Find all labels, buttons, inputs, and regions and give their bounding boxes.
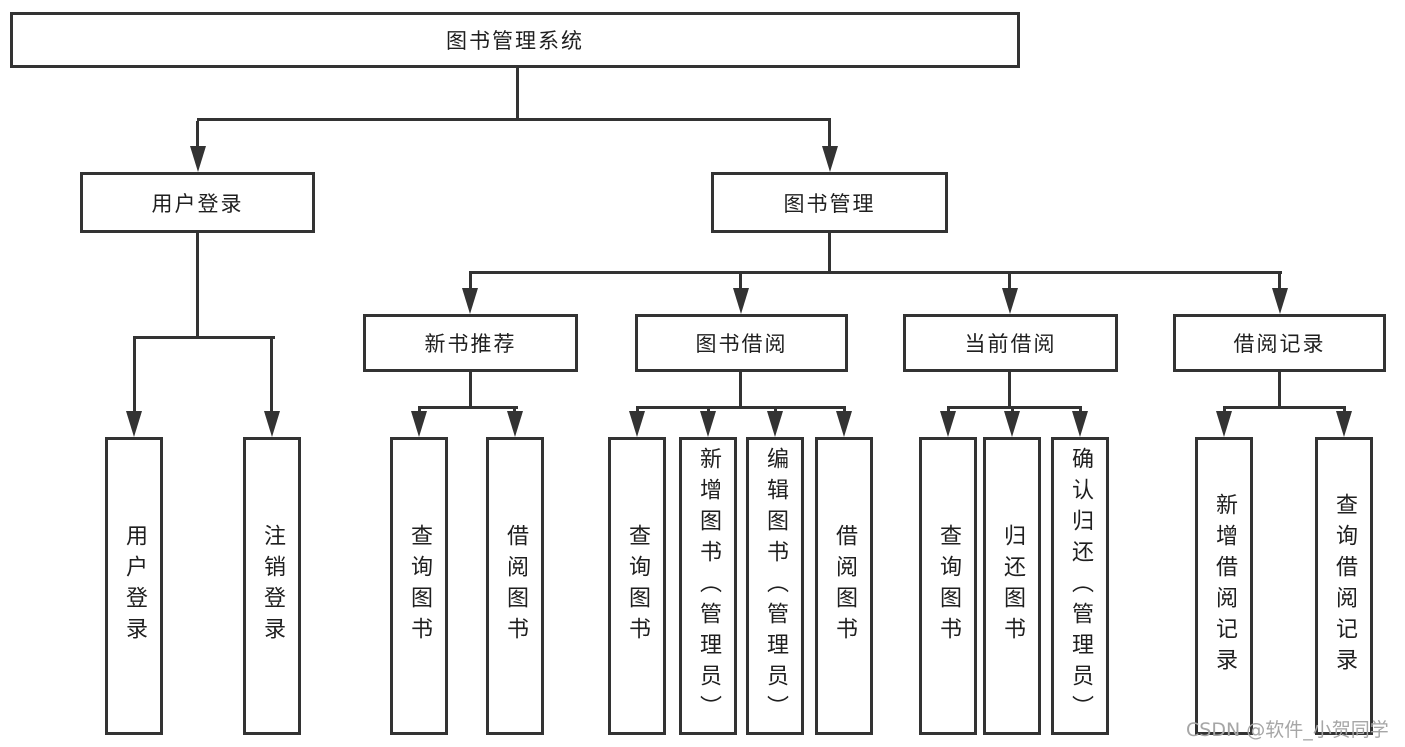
node-leaf-confirm-return-admin: 确认归还（管理员） xyxy=(1051,437,1109,735)
node-leaf-borrow-books-2: 借阅图书 xyxy=(815,437,873,735)
arrow-head xyxy=(1336,411,1352,437)
node-leaf-borrow-books-1-label: 借阅图书 xyxy=(503,524,528,648)
node-user-login: 用户登录 xyxy=(80,172,315,233)
arrow-head xyxy=(1002,288,1018,314)
node-root-label: 图书管理系统 xyxy=(446,29,584,53)
node-book-borrow-label: 图书借阅 xyxy=(695,332,788,356)
connector-line xyxy=(1278,372,1281,409)
node-leaf-query-borrow-record-label: 查询借阅记录 xyxy=(1332,493,1357,679)
connector-line xyxy=(1008,372,1011,409)
node-leaf-query-books-2-label: 查询图书 xyxy=(625,524,650,648)
node-current-borrow-label: 当前借阅 xyxy=(964,332,1057,356)
node-leaf-add-borrow-record-label: 新增借阅记录 xyxy=(1212,493,1237,679)
arrow-head xyxy=(700,411,716,437)
connector-line xyxy=(1278,274,1281,290)
connector-line xyxy=(739,274,742,290)
connector-line xyxy=(469,274,472,290)
arrow-head xyxy=(1004,411,1020,437)
node-leaf-user-login: 用户登录 xyxy=(105,437,163,735)
connector-line xyxy=(828,121,831,149)
connector-line xyxy=(270,339,273,413)
arrow-head xyxy=(1216,411,1232,437)
watermark: CSDN @软件_小贺同学 xyxy=(1186,719,1389,741)
node-leaf-query-books-1: 查询图书 xyxy=(390,437,448,735)
arrow-head xyxy=(264,411,280,437)
node-leaf-borrow-books-1: 借阅图书 xyxy=(486,437,544,735)
node-current-borrow: 当前借阅 xyxy=(903,314,1118,372)
node-user-login-label: 用户登录 xyxy=(151,191,244,216)
arrow-head xyxy=(767,411,783,437)
node-leaf-logout: 注销登录 xyxy=(243,437,301,735)
arrow-head xyxy=(507,411,523,437)
node-leaf-user-login-label: 用户登录 xyxy=(122,524,147,648)
node-leaf-edit-books-admin: 编辑图书（管理员） xyxy=(746,437,804,735)
arrow-head xyxy=(190,146,206,172)
arrow-head xyxy=(126,411,142,437)
node-leaf-add-borrow-record: 新增借阅记录 xyxy=(1195,437,1253,735)
connector-line xyxy=(196,121,199,149)
arrow-head xyxy=(822,146,838,172)
arrow-head xyxy=(836,411,852,437)
node-book-management: 图书管理 xyxy=(711,172,948,233)
arrow-head xyxy=(411,411,427,437)
node-book-management-label: 图书管理 xyxy=(783,191,876,216)
connector-line xyxy=(947,406,1082,409)
arrow-head xyxy=(733,288,749,314)
node-new-book-recommend: 新书推荐 xyxy=(363,314,578,372)
node-leaf-query-borrow-record: 查询借阅记录 xyxy=(1315,437,1373,735)
node-leaf-return-books: 归还图书 xyxy=(983,437,1041,735)
node-leaf-query-books-2: 查询图书 xyxy=(608,437,666,735)
node-new-book-recommend-label: 新书推荐 xyxy=(424,332,517,356)
connector-line xyxy=(418,406,518,409)
connector-line xyxy=(636,406,846,409)
connector-line xyxy=(739,372,742,409)
node-leaf-add-books-admin: 新增图书（管理员） xyxy=(679,437,737,735)
node-leaf-query-books-1-label: 查询图书 xyxy=(407,524,432,648)
node-leaf-logout-label: 注销登录 xyxy=(260,524,285,648)
arrow-head xyxy=(1272,288,1288,314)
node-root: 图书管理系统 xyxy=(10,12,1020,68)
connector-line xyxy=(196,233,199,339)
connector-line xyxy=(133,336,275,339)
arrow-head xyxy=(940,411,956,437)
node-borrow-record: 借阅记录 xyxy=(1173,314,1386,372)
connector-line xyxy=(469,372,472,409)
connector-line xyxy=(1008,274,1011,290)
arrow-head xyxy=(1072,411,1088,437)
arrow-head xyxy=(629,411,645,437)
node-leaf-borrow-books-2-label: 借阅图书 xyxy=(832,524,857,648)
connector-line xyxy=(516,68,519,121)
node-leaf-query-books-3-label: 查询图书 xyxy=(936,524,961,648)
node-leaf-edit-books-admin-label: 编辑图书（管理员） xyxy=(763,446,788,726)
node-borrow-record-label: 借阅记录 xyxy=(1233,332,1326,356)
node-leaf-query-books-3: 查询图书 xyxy=(919,437,977,735)
connector-line xyxy=(133,339,136,413)
connector-line xyxy=(469,271,1282,274)
connector-line xyxy=(197,118,831,121)
node-book-borrow: 图书借阅 xyxy=(635,314,848,372)
node-leaf-return-books-label: 归还图书 xyxy=(1000,524,1025,648)
arrow-head xyxy=(462,288,478,314)
connector-line xyxy=(828,233,831,274)
node-leaf-confirm-return-admin-label: 确认归还（管理员） xyxy=(1068,446,1093,726)
connector-line xyxy=(1223,406,1346,409)
node-leaf-add-books-admin-label: 新增图书（管理员） xyxy=(696,446,721,726)
